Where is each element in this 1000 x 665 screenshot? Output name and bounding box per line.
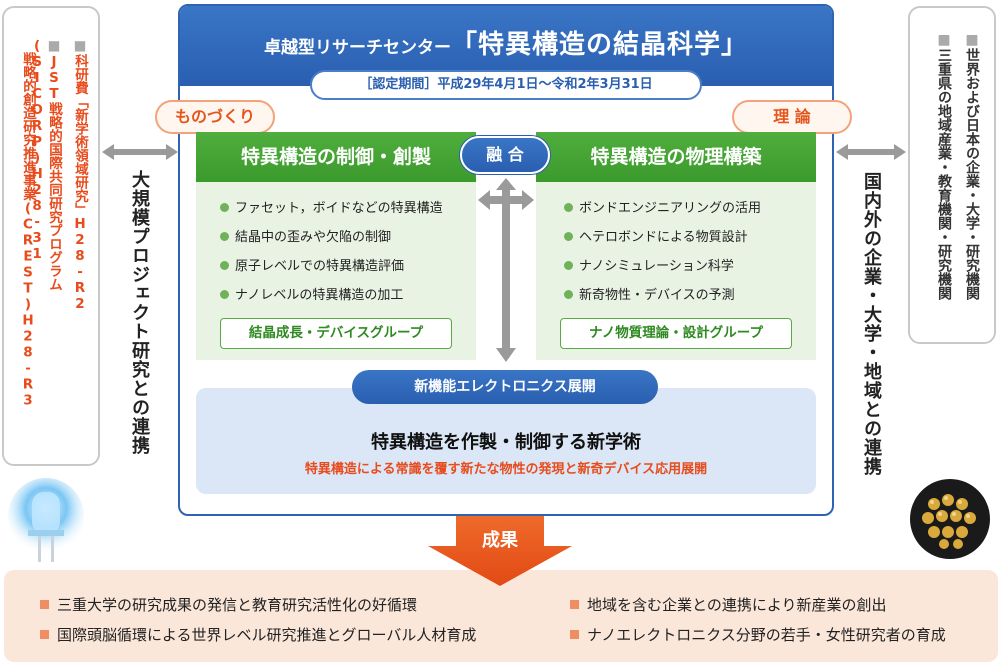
right-partner-box: ■世界および日本の企業・大学・研究機関 ■三重県の地域産業・教育機関・研究機関 — [908, 6, 996, 344]
bullet-dot-icon — [220, 261, 229, 270]
bullet-square-icon — [570, 600, 579, 609]
bullet-square-icon — [570, 630, 579, 639]
left-line-2: ■JST戦略的国際共同研究プログラム(SICORP)H28-31 — [29, 38, 62, 291]
list-item: ナノシミュレーション科学 — [564, 252, 761, 281]
bullet-dot-icon — [220, 203, 229, 212]
list-item: ボンドエンジニアリングの活用 — [564, 194, 761, 223]
bullet-dot-icon — [564, 290, 573, 299]
left-line-3: 戦略的創造研究推進事業(CREST)H28-R3 — [20, 52, 36, 409]
list-item: 原子レベルでの特異構造評価 — [220, 252, 443, 281]
result-item: 国際頭脳循環による世界レベル研究推進とグローバル人材育成 — [40, 624, 476, 645]
fusion-arrows — [478, 178, 534, 362]
tag-theory: 理 論 — [732, 100, 852, 134]
right-connect-arrow — [836, 144, 906, 160]
bullet-dot-icon — [220, 290, 229, 299]
left-panel-list: ファセット，ボイドなどの特異構造 結晶中の歪みや欠陥の制御 原子レベルでの特異構… — [220, 194, 443, 310]
left-line-1: ■科研費「新学術領域研究」H28-R2 — [72, 38, 88, 312]
list-item: 結晶中の歪みや欠陥の制御 — [220, 223, 443, 252]
right-line-2: ■三重県の地域産業・教育機関・研究機関 — [936, 32, 952, 300]
certification-period: ［認定期間］平成29年4月1日～令和2年3月31日 — [310, 70, 702, 100]
left-group-label: 結晶成長・デバイスグループ — [220, 318, 452, 349]
right-panel-list: ボンドエンジニアリングの活用 ヘテロボンドによる物質設計 ナノシミュレーション科… — [564, 194, 761, 310]
bullet-square-icon — [40, 600, 49, 609]
bullet-square-icon — [40, 630, 49, 639]
left-partner-box: ■科研費「新学術領域研究」H28-R2 ■JST戦略的国際共同研究プログラム(S… — [2, 6, 100, 466]
led-image — [8, 478, 84, 562]
new-field-title: 特異構造を作製・制御する新学術 — [371, 432, 641, 453]
right-line-1: ■世界および日本の企業・大学・研究機関 — [964, 32, 980, 300]
left-connect-arrow — [102, 144, 178, 160]
nanostructure-image — [910, 479, 990, 559]
tag-monozukuri: ものづくり — [155, 100, 275, 134]
new-field-subtitle: 特異構造による常識を覆す新たな物性の発現と新奇デバイス応用展開 — [304, 462, 708, 477]
fusion-badge: 融 合 — [460, 136, 550, 174]
electronics-pill: 新機能エレクトロニクス展開 — [352, 370, 658, 404]
list-item: 新奇物性・デバイスの予測 — [564, 281, 761, 310]
result-item: 地域を含む企業との連携により新産業の創出 — [570, 594, 887, 615]
left-research-panel: 特異構造の制御・創製 ファセット，ボイドなどの特異構造 結晶中の歪みや欠陥の制御… — [196, 132, 476, 360]
center-title: 卓越型リサーチセンター「特異構造の結晶科学」 — [180, 24, 832, 61]
right-group-label: ナノ物質理論・設計グループ — [560, 318, 792, 349]
left-caption: 大規模プロジェクト研究との連携 — [129, 170, 150, 455]
bullet-dot-icon — [564, 232, 573, 241]
center-subtitle: 卓越型リサーチセンター — [263, 38, 451, 58]
bullet-dot-icon — [564, 203, 573, 212]
right-caption: 国内外の企業・大学・地域との連携 — [861, 172, 882, 476]
new-field-panel — [196, 388, 816, 494]
bullet-dot-icon — [564, 261, 573, 270]
results-label: 成果 — [482, 530, 518, 551]
right-research-panel: 特異構造の物理構築 ボンドエンジニアリングの活用 ヘテロボンドによる物質設計 ナ… — [536, 132, 816, 360]
result-item: 三重大学の研究成果の発信と教育研究活性化の好循環 — [40, 594, 417, 615]
result-item: ナノエレクトロニクス分野の若手・女性研究者の育成 — [570, 624, 946, 645]
bullet-dot-icon — [220, 232, 229, 241]
list-item: ナノレベルの特異構造の加工 — [220, 281, 443, 310]
center-main-title: 「特異構造の結晶科学」 — [450, 30, 748, 60]
right-panel-heading: 特異構造の物理構築 — [536, 132, 816, 182]
results-down-arrow — [428, 516, 572, 586]
list-item: ファセット，ボイドなどの特異構造 — [220, 194, 443, 223]
list-item: ヘテロボンドによる物質設計 — [564, 223, 761, 252]
left-panel-heading: 特異構造の制御・創製 — [196, 132, 476, 182]
